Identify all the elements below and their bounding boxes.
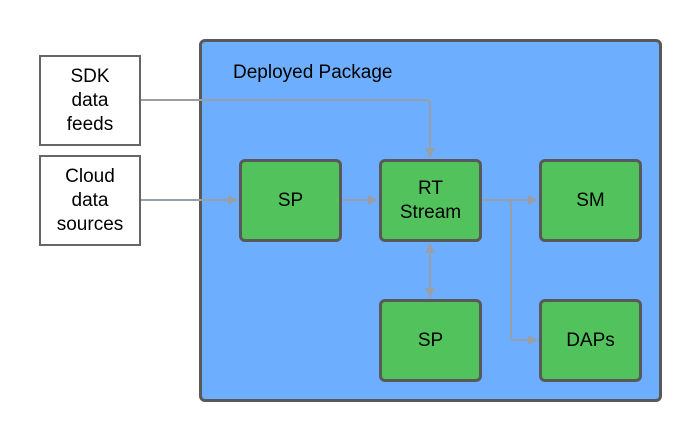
- sp-node-bottom-label: SP: [417, 329, 444, 351]
- cloud-data-sources-label: Cloud data sources: [56, 165, 124, 235]
- sdk-data-feeds-box: SDK data feeds: [39, 55, 141, 146]
- edge-rt-to-daps: [482, 199, 538, 345]
- edge-sdk-to-rt: [141, 99, 435, 158]
- sp-node-top: SP: [239, 159, 342, 242]
- daps-node-label: DAPs: [566, 329, 615, 351]
- rt-stream-node-label: RT Stream: [399, 177, 462, 223]
- deployed-package-title: Deployed Package: [233, 62, 393, 83]
- sp-node-bottom: SP: [379, 299, 482, 382]
- rt-stream-node: RT Stream: [379, 159, 482, 242]
- cloud-data-sources-box: Cloud data sources: [39, 155, 141, 246]
- sm-node-label: SM: [576, 189, 605, 211]
- sm-node: SM: [539, 159, 642, 242]
- sdk-data-feeds-label: SDK data feeds: [66, 65, 114, 135]
- sp-node-top-label: SP: [277, 189, 304, 211]
- daps-node: DAPs: [539, 299, 642, 382]
